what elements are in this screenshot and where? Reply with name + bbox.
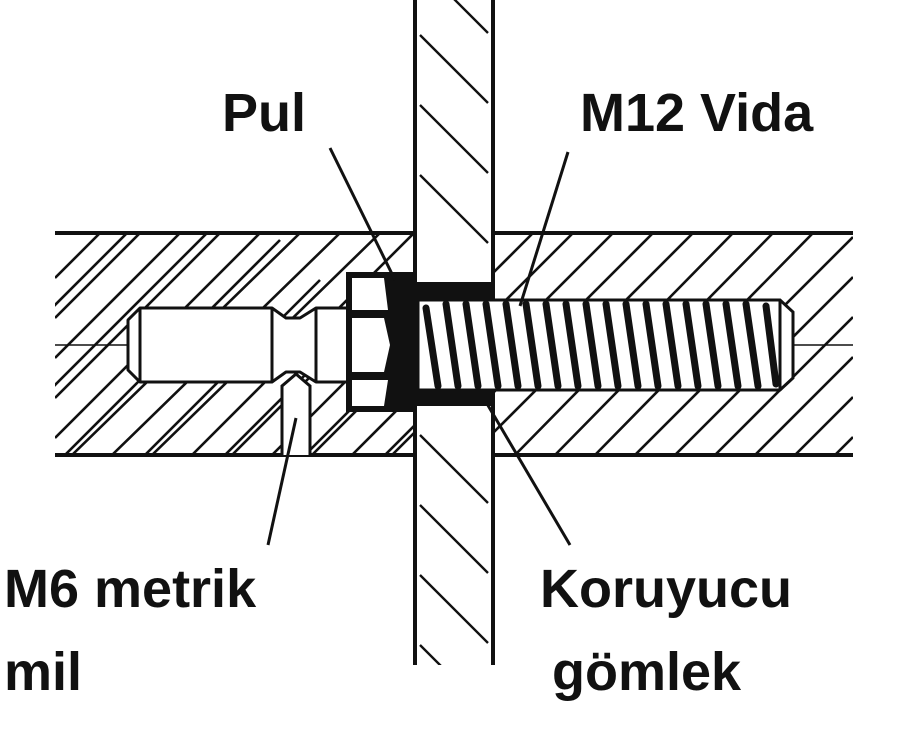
label-m12-screw: M12 Vida xyxy=(580,83,814,143)
label-washer: Pul xyxy=(222,83,307,143)
leader-washer xyxy=(328,147,397,281)
metric-pin xyxy=(126,306,352,384)
leader-metric-pin xyxy=(266,417,298,546)
label-metric-pin-line1: M6 metrik xyxy=(4,559,257,619)
leader-screw xyxy=(518,151,570,307)
label-metric-pin-line2: mil xyxy=(4,642,83,702)
leader-lines xyxy=(266,147,572,546)
label-sleeve-line1: Koruyucu xyxy=(540,559,793,619)
workpiece-edges xyxy=(55,231,853,457)
label-sleeve-line2: gömlek xyxy=(552,642,742,702)
washer-nut xyxy=(346,272,416,412)
m12-screw xyxy=(416,298,795,392)
leader-sleeve xyxy=(484,401,572,546)
set-screw xyxy=(280,372,312,455)
